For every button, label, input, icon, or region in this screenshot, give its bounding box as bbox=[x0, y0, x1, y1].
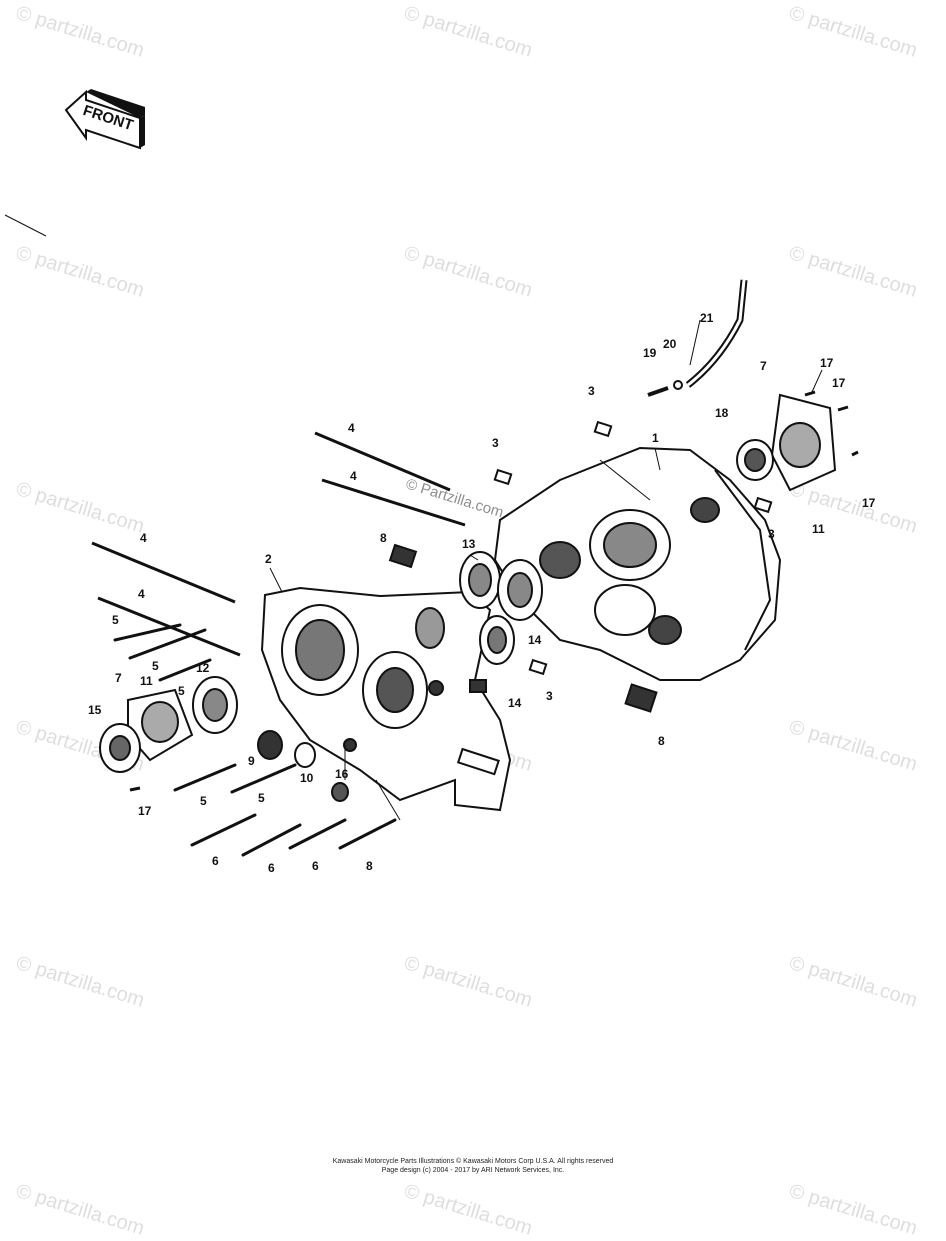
oil-seals bbox=[99, 439, 774, 773]
callout-10: 10 bbox=[300, 771, 314, 785]
callout-13: 13 bbox=[462, 537, 476, 551]
callout-16: 16 bbox=[335, 767, 349, 781]
callout-8: 8 bbox=[658, 734, 665, 748]
callout-3: 3 bbox=[492, 436, 499, 450]
bearings bbox=[192, 551, 543, 734]
callout-18: 18 bbox=[715, 406, 729, 420]
callout-14: 14 bbox=[528, 633, 542, 647]
callout-17: 17 bbox=[832, 376, 846, 390]
crankcase-right-half bbox=[493, 446, 782, 681]
callout-6: 6 bbox=[312, 859, 319, 873]
callout-5: 5 bbox=[178, 684, 185, 698]
case-bolts bbox=[113, 623, 397, 857]
callout-numbers: 1 2 3 3 3 3 4 4 4 4 5 5 5 5 5 6 6 6 7 7 … bbox=[88, 311, 876, 875]
callout-3: 3 bbox=[768, 527, 775, 541]
copyright-line: Kawasaki Motorcycle Parts Illustrations … bbox=[332, 1158, 614, 1165]
callout-3: 3 bbox=[546, 689, 553, 703]
callout-4: 4 bbox=[138, 587, 145, 601]
leader-lines bbox=[269, 319, 823, 821]
callout-11: 11 bbox=[140, 674, 153, 688]
callout-19: 19 bbox=[643, 346, 657, 360]
callout-6: 6 bbox=[268, 861, 275, 875]
callout-8: 8 bbox=[380, 531, 387, 545]
callout-20: 20 bbox=[663, 337, 677, 351]
callout-4: 4 bbox=[348, 421, 355, 435]
center-watermark: © Partzilla.com bbox=[404, 476, 506, 522]
bearing-covers bbox=[127, 393, 837, 762]
page-design-credit: Page design (c) 2004 - 2017 by ARI Netwo… bbox=[381, 1167, 565, 1174]
callout-1: 1 bbox=[652, 431, 659, 445]
callout-21: 21 bbox=[700, 311, 714, 325]
crankcase-exploded-diagram: FRONT bbox=[4, 89, 876, 875]
callout-4: 4 bbox=[350, 469, 357, 483]
front-arrow-icon: FRONT bbox=[64, 89, 145, 150]
callout-17: 17 bbox=[862, 496, 876, 510]
callout-5: 5 bbox=[112, 613, 119, 627]
callout-17: 17 bbox=[138, 804, 152, 818]
callout-7: 7 bbox=[760, 359, 767, 373]
callout-3: 3 bbox=[588, 384, 595, 398]
callout-6: 6 bbox=[212, 854, 219, 868]
callout-5: 5 bbox=[152, 659, 159, 673]
callout-15: 15 bbox=[88, 703, 102, 717]
callout-14: 14 bbox=[508, 696, 522, 710]
callout-11: 11 bbox=[812, 522, 825, 536]
callout-8: 8 bbox=[366, 859, 373, 873]
callout-7: 7 bbox=[115, 671, 122, 685]
callout-17: 17 bbox=[820, 356, 834, 370]
callout-5: 5 bbox=[200, 794, 207, 808]
callout-12: 12 bbox=[196, 661, 210, 675]
callout-5: 5 bbox=[258, 791, 265, 805]
crankcase-left-half bbox=[260, 586, 512, 812]
callout-4: 4 bbox=[140, 531, 147, 545]
callout-9: 9 bbox=[248, 754, 255, 768]
small-parts bbox=[129, 279, 859, 802]
callout-2: 2 bbox=[265, 552, 272, 566]
